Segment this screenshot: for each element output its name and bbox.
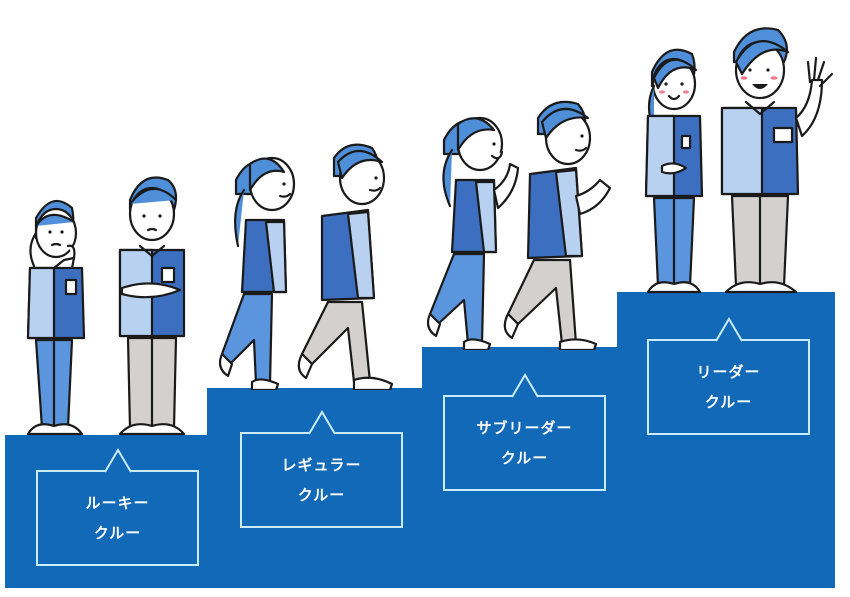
label-subleader-crew: サブリーダー クルー bbox=[443, 373, 606, 491]
speech-notch-icon bbox=[714, 317, 743, 344]
figure-leader-female-smiling-icon bbox=[644, 48, 704, 294]
label-line2: クルー bbox=[93, 524, 142, 542]
label-regular-crew: レギュラー クルー bbox=[240, 410, 403, 528]
figure-rookie-male-arms-crossed-icon bbox=[118, 176, 186, 436]
label-line1: ルーキー bbox=[85, 494, 150, 512]
figure-rookie-female-thinking-icon bbox=[26, 199, 86, 436]
speech-notch-icon bbox=[307, 410, 336, 437]
label-line2: クルー bbox=[500, 449, 549, 467]
figure-subleader-female-clapping-icon bbox=[426, 116, 520, 350]
label-line1: リーダー bbox=[696, 363, 761, 381]
label-line2: クルー bbox=[297, 486, 346, 504]
figure-leader-male-waving-icon bbox=[720, 27, 834, 294]
speech-notch-icon bbox=[510, 373, 539, 400]
label-leader-crew: リーダー クルー bbox=[647, 317, 810, 435]
label-rookie-crew: ルーキー クルー bbox=[36, 448, 199, 566]
figure-regular-female-walking-icon bbox=[218, 156, 296, 390]
label-line1: サブリーダー bbox=[476, 419, 573, 437]
label-line2: クルー bbox=[704, 393, 753, 411]
label-line1: レギュラー bbox=[281, 456, 362, 474]
speech-notch-icon bbox=[103, 448, 132, 475]
figure-regular-male-walking-icon bbox=[297, 143, 394, 390]
figure-subleader-male-fist-icon bbox=[503, 100, 612, 350]
